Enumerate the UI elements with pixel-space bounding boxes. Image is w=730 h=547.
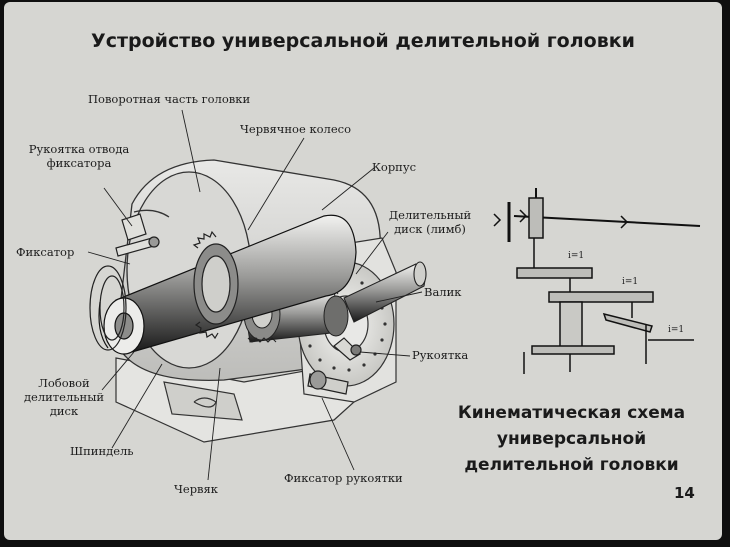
label-spindle: Шпиндель [70, 444, 134, 458]
label-shaft: Валик [424, 285, 462, 299]
label-index-disk-line1: Делительный [388, 208, 472, 222]
label-lock-handle-line1: Рукоятка отвода [28, 142, 130, 156]
label-front-disk-line3: диск [49, 404, 79, 418]
label-housing: Корпус [372, 160, 417, 174]
label-worm-wheel: Червячное колесо [240, 122, 352, 136]
handle [307, 337, 362, 395]
label-lock: Фиксатор [16, 245, 75, 259]
ratio-label-3: i=1 [668, 325, 684, 335]
kinematic-caption-line1: Кинематическая схема [457, 403, 686, 423]
label-worm: Червяк [174, 482, 218, 496]
label-handle: Рукоятка [412, 348, 469, 362]
housing-body [115, 357, 355, 443]
slide-title: Устройство универсальной делительной гол… [91, 30, 635, 52]
worm-wheel [192, 230, 239, 340]
label-index-disk-line2: диск (лимб) [394, 222, 466, 236]
kinematic-caption-line3: делительной головки [464, 455, 679, 475]
label-rotating-part: Поворотная часть головки [88, 92, 251, 106]
kinematic-caption-line2: универсальной [496, 429, 647, 449]
page-number: 14 [674, 484, 695, 502]
dividing-head-illustration: i=1 i=1 i=1 [87, 109, 701, 481]
label-handle-lock: Фиксатор рукоятки [284, 471, 403, 485]
ratio-label-2: i=1 [622, 277, 638, 287]
label-lock-handle-line2: фиксатора [46, 156, 112, 170]
label-front-disk-line2: делительный [23, 390, 105, 404]
label-front-disk-line1: Лобовой [38, 376, 90, 390]
leader-lines [87, 109, 423, 481]
ratio-label-1: i=1 [568, 251, 584, 261]
kinematic-scheme [493, 188, 701, 374]
shaft [343, 261, 427, 323]
kinematic-caption: Кинематическая схема универсальной делит… [429, 400, 714, 478]
front-dividing-disk [89, 265, 127, 351]
label-front-disk: Лобовой делительный диск [18, 376, 110, 418]
label-lock-handle: Рукоятка отвода фиксатора [18, 142, 140, 170]
label-index-disk: Делительный диск (лимб) [382, 208, 478, 236]
slide: Устройство универсальной делительной гол… [4, 2, 722, 540]
